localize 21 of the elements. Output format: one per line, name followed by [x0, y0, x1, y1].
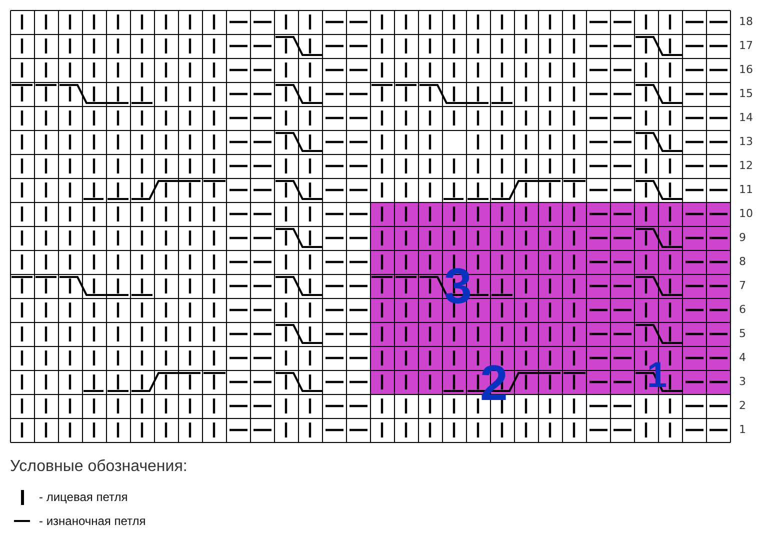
legend-heading: Условные обозначения:	[10, 458, 188, 476]
row-number: 3	[739, 375, 746, 388]
row-number: 17	[739, 39, 753, 52]
row-number: 2	[739, 399, 746, 412]
row-number: 4	[739, 351, 746, 364]
row-number: 10	[739, 207, 753, 220]
row-number: 15	[739, 87, 753, 100]
row-number: 8	[739, 255, 746, 268]
row-number: 7	[739, 279, 746, 292]
legend-label: - изнаночная петля	[39, 514, 146, 528]
legend-label: - лицевая петля	[39, 490, 128, 504]
row-number: 18	[739, 15, 753, 28]
row-number: 1	[739, 423, 746, 436]
row-number: 6	[739, 303, 746, 316]
row-number: 13	[739, 135, 753, 148]
row-number: 16	[739, 63, 753, 76]
row-number: 12	[739, 159, 753, 172]
row-number: 9	[739, 231, 746, 244]
row-number: 14	[739, 111, 753, 124]
row-number: 5	[739, 327, 746, 340]
row-number: 11	[739, 183, 753, 196]
